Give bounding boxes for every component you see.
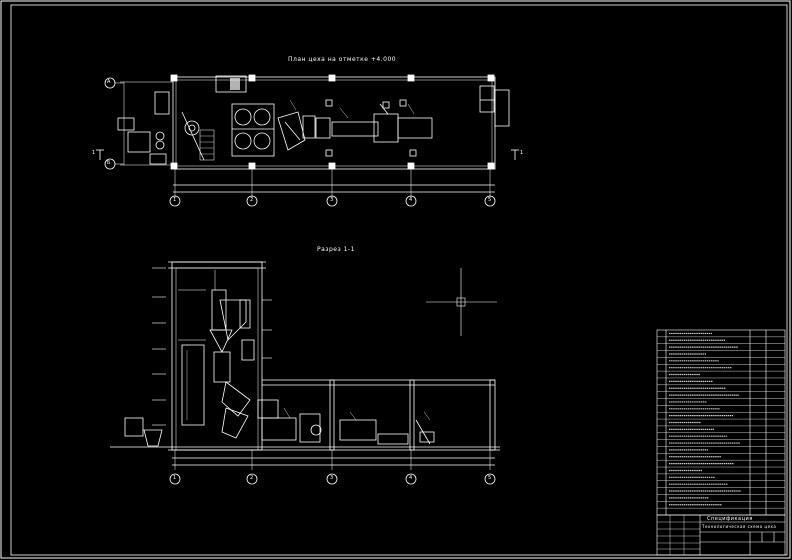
plan-axis-bubbles xyxy=(104,77,496,207)
specification-rows xyxy=(657,332,785,509)
title-block xyxy=(656,514,786,556)
plan-axis-2: 2 xyxy=(250,197,254,203)
section-axis-4: 4 xyxy=(409,475,413,481)
floor-plan xyxy=(96,74,519,198)
plan-axis-4: 4 xyxy=(409,197,413,203)
plan-axis-1: 1 xyxy=(173,197,177,203)
elevation-marks xyxy=(152,267,272,426)
section-axis-1: 1 xyxy=(173,475,177,481)
section-axis-3: 3 xyxy=(330,475,334,481)
crosshair-symbol xyxy=(426,268,497,336)
plan-axis-5: 5 xyxy=(488,197,492,203)
spec-title: Спецификация xyxy=(707,516,753,522)
stamp-title: Технологическая схема цеха xyxy=(702,524,777,529)
cut-marker-left: 1 xyxy=(92,150,96,156)
section-axis-2: 2 xyxy=(250,475,254,481)
inner-frame xyxy=(10,4,788,556)
section-view xyxy=(110,261,500,470)
axis-letter-b: Б xyxy=(107,160,111,166)
axis-letter-a: А xyxy=(107,79,111,85)
section-axis-bubbles xyxy=(169,473,496,485)
plan-title: План цеха на отметке +4.000 xyxy=(288,56,397,63)
section-title: Разрез 1-1 xyxy=(317,246,355,253)
plan-axis-3: 3 xyxy=(330,197,334,203)
section-axis-5: 5 xyxy=(488,475,492,481)
cut-marker-right: 1 xyxy=(520,150,524,156)
